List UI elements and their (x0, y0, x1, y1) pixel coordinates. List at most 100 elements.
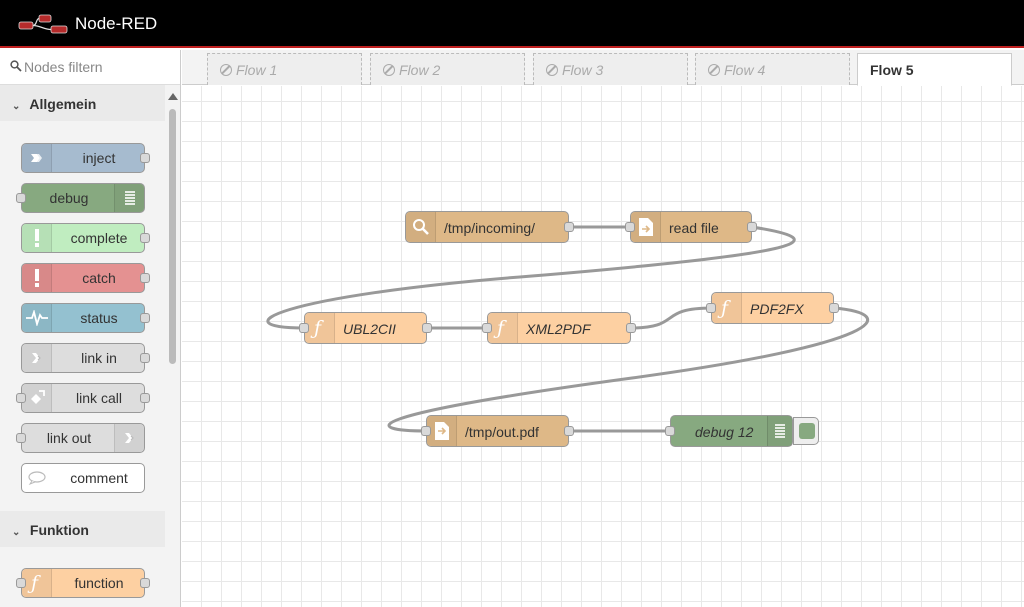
node-label: status (80, 310, 118, 326)
palette-sidebar: ⌄ Allgemein inject debug complete catch (0, 50, 181, 607)
link-call-icon (31, 390, 45, 404)
output-port[interactable] (564, 222, 574, 232)
debug-icon-box (114, 184, 144, 212)
tab-flow-4[interactable]: Flow 4 (695, 53, 850, 85)
complete-icon-box (22, 224, 52, 252)
search-icon (10, 60, 22, 72)
node-label: inject (82, 150, 116, 166)
alert-icon (35, 269, 39, 287)
palette-node-comment[interactable]: comment (21, 463, 145, 493)
status-icon-box (22, 304, 52, 332)
output-port (140, 393, 150, 403)
node-label: link out (46, 430, 92, 446)
flow-workspace[interactable]: /tmp/incoming/ read file ƒ UBL2CII ƒ XML… (182, 86, 1024, 607)
tab-flow-5[interactable]: Flow 5 (857, 53, 1012, 86)
flow-node-xml2pdf[interactable]: ƒ XML2PDF (482, 312, 636, 344)
palette-node-link-out[interactable]: link out (16, 423, 145, 453)
pulse-icon (26, 310, 48, 326)
tab-label: Flow 2 (399, 62, 441, 78)
function-icon: ƒ (31, 572, 39, 594)
input-port[interactable] (482, 323, 492, 333)
flow-node-debug-12[interactable]: debug 12 (665, 415, 793, 447)
output-port[interactable] (422, 323, 432, 333)
output-port (140, 353, 150, 363)
palette-node-link-in[interactable]: link in (21, 343, 150, 373)
app-title: Node-RED (75, 14, 158, 33)
scrollbar-thumb[interactable] (169, 109, 176, 364)
node-label: PDF2FX (750, 301, 804, 317)
tab-flow-3[interactable]: Flow 3 (533, 53, 688, 85)
output-port[interactable] (626, 323, 636, 333)
alert-icon (35, 229, 39, 247)
link-in-icon-box (22, 344, 52, 372)
tab-label: Flow 5 (870, 62, 914, 78)
input-port (16, 433, 26, 443)
palette-node-link-call[interactable]: link call (16, 383, 150, 413)
wire[interactable] (387, 306, 870, 433)
magnifier-icon (413, 219, 429, 235)
flow-node-watch[interactable]: /tmp/incoming/ (405, 211, 574, 243)
input-port[interactable] (421, 426, 431, 436)
file-in-icon-box (631, 212, 661, 242)
output-port[interactable] (829, 303, 839, 313)
output-port[interactable] (564, 426, 574, 436)
debug-list-icon (125, 191, 135, 205)
node-label: read file (669, 220, 719, 236)
function-icon-box: ƒ (22, 569, 52, 597)
tab-flow-1[interactable]: Flow 1 (207, 53, 362, 85)
palette-node-inject[interactable]: inject (21, 143, 150, 173)
palette-scrollbar[interactable] (167, 93, 178, 607)
input-port[interactable] (665, 426, 675, 436)
wire[interactable] (630, 306, 713, 330)
flow-node-read-file[interactable]: read file (625, 211, 757, 243)
palette-node-function[interactable]: ƒ function (16, 568, 150, 598)
node-filter-input[interactable] (24, 57, 169, 77)
chevron-down-icon: ⌄ (12, 101, 21, 112)
palette-node-catch[interactable]: catch (21, 263, 150, 293)
output-port (140, 273, 150, 283)
file-out-icon-box (427, 416, 457, 446)
output-port (140, 578, 150, 588)
output-port (140, 233, 150, 243)
function-icon: ƒ (721, 297, 729, 319)
input-port[interactable] (299, 323, 309, 333)
node-label: complete (70, 230, 128, 246)
input-port (16, 393, 26, 403)
input-port[interactable] (706, 303, 716, 313)
category-label: Funktion (29, 522, 89, 538)
flow-node-ubl2cii[interactable]: ƒ UBL2CII (299, 312, 432, 344)
palette-node-status[interactable]: status (21, 303, 150, 333)
category-allgemein[interactable]: ⌄ Allgemein (0, 85, 165, 121)
function-icon: ƒ (497, 317, 505, 339)
category-label: Allgemein (29, 96, 97, 112)
wires-layer (266, 225, 870, 433)
flow-tabs: Flow 1 Flow 2 Flow 3 Flow 4 Flow 5 (182, 50, 1024, 86)
link-call-icon-box (22, 384, 52, 412)
inject-icon-box (22, 144, 52, 172)
debug-toggle-button[interactable] (793, 417, 819, 445)
tab-flow-2[interactable]: Flow 2 (370, 53, 525, 85)
node-label: link in (81, 350, 117, 366)
node-label: link call (76, 390, 122, 406)
function-icon: ƒ (314, 317, 322, 339)
file-out-icon (435, 422, 449, 440)
flow-node-file-out[interactable]: /tmp/out.pdf (421, 415, 574, 447)
disabled-icon (220, 64, 232, 76)
palette-node-complete[interactable]: complete (21, 223, 150, 253)
input-port[interactable] (625, 222, 635, 232)
palette-node-debug[interactable]: debug (16, 183, 145, 213)
tab-label: Flow 1 (236, 62, 278, 78)
node-label: UBL2CII (343, 321, 396, 337)
category-funktion[interactable]: ⌄ Funktion (0, 511, 165, 547)
node-label: catch (82, 270, 116, 286)
output-port[interactable] (747, 222, 757, 232)
scroll-up-icon[interactable] (168, 93, 178, 100)
link-out-icon-box (114, 424, 144, 452)
flow-node-pdf2fx[interactable]: ƒ PDF2FX (706, 292, 839, 324)
node-label: function (74, 575, 124, 591)
function-icon-box: ƒ (712, 293, 742, 323)
node-label: /tmp/incoming/ (444, 220, 536, 236)
inject-icon (31, 154, 42, 162)
wire[interactable] (266, 225, 796, 330)
chevron-down-icon: ⌄ (12, 527, 21, 538)
